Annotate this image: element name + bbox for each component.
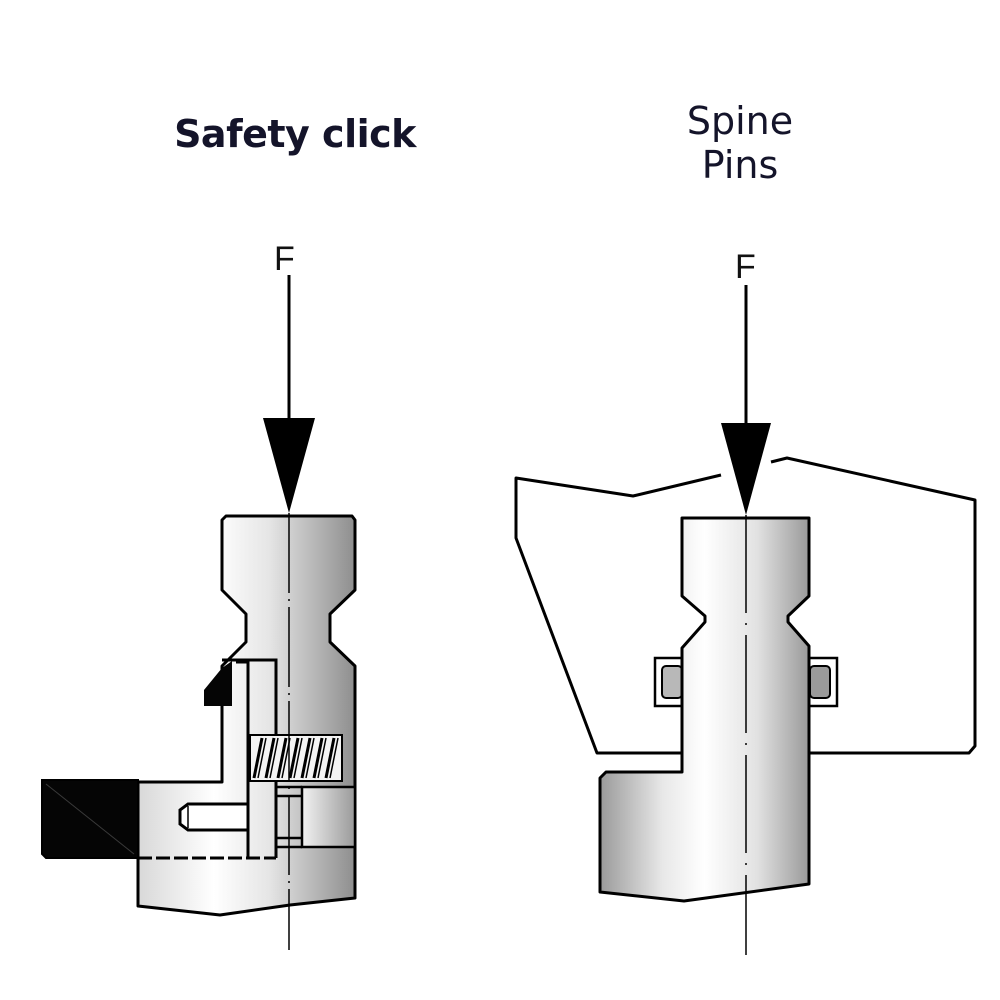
right-force-label: F xyxy=(735,248,756,286)
spine-pin-left xyxy=(653,656,685,708)
title-spine-pins: Spine Pins xyxy=(640,99,840,187)
left-clamp-block xyxy=(41,779,139,859)
left-force-arrow xyxy=(263,275,315,513)
guide-pin xyxy=(178,802,250,832)
right-panel: F xyxy=(514,248,977,955)
safety-click-tooth xyxy=(204,661,232,706)
title-spine-pins-line-1: Spine xyxy=(686,99,794,143)
spine-pin-right xyxy=(807,656,839,708)
left-panel: F xyxy=(41,240,357,950)
title-spine-pins-line-2: Pins xyxy=(701,143,779,187)
title-safety-click: Safety click xyxy=(174,112,416,156)
spring xyxy=(249,734,343,782)
right-force-arrow xyxy=(721,285,771,515)
right-pin-body xyxy=(598,516,811,903)
safety-click-latch xyxy=(138,658,278,860)
clamp-housing xyxy=(514,456,977,755)
left-force-label: F xyxy=(274,240,295,278)
